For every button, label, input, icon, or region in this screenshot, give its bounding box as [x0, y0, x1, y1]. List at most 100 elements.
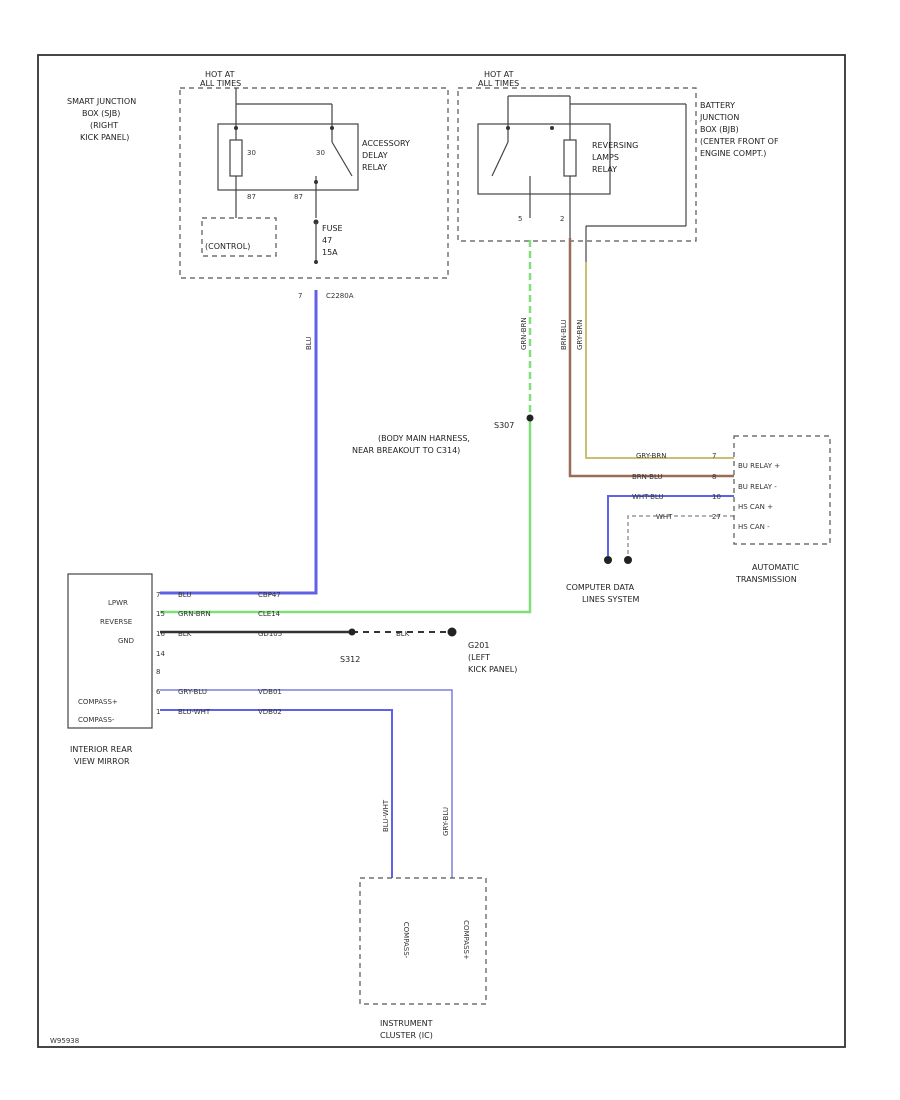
wire-compass-pos: [160, 689, 453, 878]
sjb-name-4: KICK PANEL): [80, 133, 129, 142]
cluster-pin-right: COMPASS+: [462, 920, 470, 960]
mirror-pin-num-6: 6: [156, 688, 161, 696]
ground-location-2: KICK PANEL): [468, 665, 517, 674]
control-box: [201, 217, 277, 257]
mirror-wire-6: GRY-BLU: [178, 688, 207, 696]
rlr-coil: [563, 139, 577, 177]
battery-junction-box: HOT AT ALL TIMES BATTERY JUNCTION BOX (B…: [457, 70, 779, 262]
wire-label-sjb-blu: BLU: [305, 337, 313, 350]
mirror-name-2: VIEW MIRROR: [74, 757, 130, 766]
instrument-cluster: COMPASS- COMPASS+ INSTRUMENT CLUSTER (IC…: [359, 877, 487, 1040]
reversing-lamps-relay: [477, 123, 611, 195]
splice-id: S307: [494, 421, 514, 430]
mirror-pin-num-1: 7: [156, 591, 160, 599]
mirror-circuit-6: VDB01: [258, 688, 282, 696]
sjb-pin-top-left: 30: [247, 149, 256, 157]
bjb-pin-right: 2: [560, 215, 564, 223]
cluster-wire-right: GRY-BLU: [442, 807, 450, 836]
trans-pin-1: 7: [712, 452, 716, 460]
sjb-pin-bottom-left: 87: [247, 193, 256, 201]
mirror-pin-label-7: COMPASS-: [78, 716, 115, 724]
smart-junction-box: HOT AT ALL TIMES SMART JUNCTION BOX (SJB…: [67, 70, 449, 300]
rlr-name-2: LAMPS: [592, 153, 619, 162]
mirror-pin-num-3: 16: [156, 630, 165, 638]
sjb-pin-bottom-right: 87: [294, 193, 303, 201]
sjb-hot-label-2: ALL TIMES: [200, 79, 241, 88]
trans-label-3: HS CAN +: [738, 503, 773, 511]
ground-splice-label: S312: [340, 655, 360, 664]
trans-wire-1: GRY-BRN: [636, 452, 666, 460]
sjb-name-3: (RIGHT: [90, 121, 118, 130]
splice-s307: [526, 414, 534, 422]
cdl-label-1: COMPUTER DATA: [566, 583, 635, 592]
accessory-delay-relay: [217, 123, 359, 191]
sjb-pin-top-right: 30: [316, 149, 325, 157]
adr-name-3: RELAY: [362, 163, 387, 172]
wire-bu-relay-neg: [568, 238, 734, 478]
splice-desc-2: NEAR BREAKOUT TO C314): [352, 446, 460, 455]
diagram-code: W95938: [50, 1037, 79, 1045]
mirror-wire-1: BLU: [178, 591, 191, 599]
splice-s312: [348, 628, 356, 636]
wire-label-grn: GRN-BRN: [520, 317, 528, 350]
bjb-name-3: BOX (BJB): [700, 125, 739, 134]
mirror-pin-num-4: 14: [156, 650, 165, 658]
ground-location-1: (LEFT: [468, 653, 490, 662]
wire-lpwr: [160, 290, 318, 595]
wire-label-gry: GRY-BRN: [576, 320, 584, 350]
rlr-name-1: REVERSING: [592, 141, 638, 150]
ground-g201: [447, 627, 457, 637]
sjb-name-1: SMART JUNCTION: [67, 97, 136, 106]
ground-id: G201: [468, 641, 489, 650]
cluster-pin-left: COMPASS-: [402, 922, 410, 959]
wire-hs-can-neg: [627, 515, 734, 556]
trans-name-1: AUTOMATIC: [752, 563, 800, 572]
bjb-name-2: JUNCTION: [699, 113, 739, 122]
mirror-circuit-2: CLE14: [258, 610, 281, 618]
wire-bu-relay-pos: [585, 262, 734, 459]
mirror-wire-7: BLU-WHT: [178, 708, 211, 716]
relay-coil: [229, 139, 243, 177]
mirror-pin-num-5: 8: [156, 668, 160, 676]
mirror-circuit-3: GD105: [258, 630, 282, 638]
mirror-pin-label-2: REVERSE: [100, 618, 132, 626]
adr-name-1: ACCESSORY: [362, 139, 410, 148]
trans-pin-4: 27: [712, 513, 721, 521]
bjb-pin-left: 5: [518, 215, 522, 223]
cdl-dot-2: [624, 556, 632, 564]
adr-name-2: DELAY: [362, 151, 388, 160]
trans-wire-3: WHT-BLU: [632, 493, 664, 501]
wire-compass-neg: [160, 709, 393, 878]
mirror-wire-2: GRN-BRN: [178, 610, 211, 618]
mirror-pin-num-2: 15: [156, 610, 165, 618]
mirror-circuit-1: CBP47: [258, 591, 281, 599]
cdl-dot-1: [604, 556, 612, 564]
rlr-name-3: RELAY: [592, 165, 617, 174]
mirror-circuit-7: VDB02: [258, 708, 282, 716]
mirror-wire-3: BLK: [178, 630, 192, 638]
mirror-name-1: INTERIOR REAR: [70, 745, 133, 754]
sjb-connector-id: C2280A: [326, 292, 354, 300]
automatic-transmission: GRY-BRN 7 BU RELAY + BRN-BLU 8 BU RELAY …: [632, 435, 831, 584]
ground-wire-label: BLK: [396, 630, 410, 638]
wire-hs-can-pos: [607, 495, 734, 556]
control-label: (CONTROL): [205, 242, 250, 251]
bjb-hot-label-1: HOT AT: [484, 70, 514, 79]
sjb-name-2: BOX (SJB): [82, 109, 120, 118]
trans-wire-4: WHT: [656, 513, 673, 521]
fuse-label-1: FUSE: [322, 224, 343, 233]
bjb-name-4: (CENTER FRONT OF: [700, 137, 779, 146]
diagram-frame: [37, 54, 846, 1048]
bjb-name-5: ENGINE COMPT.): [700, 149, 766, 158]
trans-name-2: TRANSMISSION: [735, 575, 797, 584]
splice-desc-1: (BODY MAIN HARNESS,: [378, 434, 470, 443]
trans-label-2: BU RELAY -: [738, 483, 777, 491]
wire-reverse-lower: [160, 418, 532, 614]
trans-pin-2: 8: [712, 473, 716, 481]
cdl-label-2: LINES SYSTEM: [582, 595, 639, 604]
bjb-name-1: BATTERY: [700, 101, 735, 110]
trans-label-4: HS CAN -: [738, 523, 770, 531]
trans-wire-2: BRN-BLU: [632, 473, 663, 481]
sjb-connector-pin: 7: [298, 292, 302, 300]
